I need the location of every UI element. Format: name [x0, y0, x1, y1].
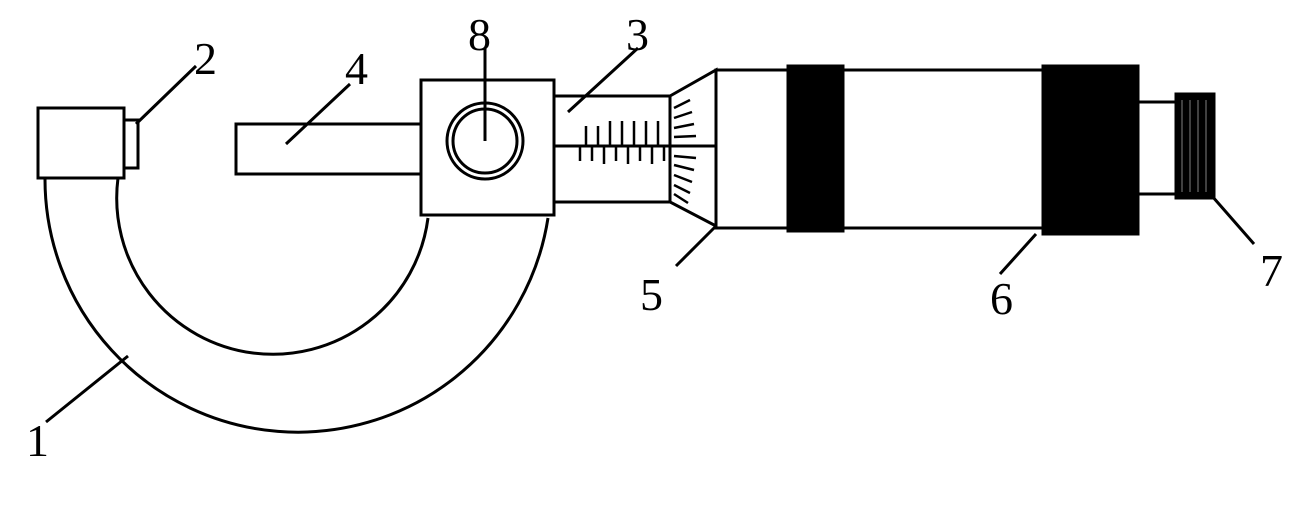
- leader-3: [566, 46, 640, 114]
- thimble-grip-band-right: [1041, 64, 1140, 236]
- leader-1: [45, 354, 129, 424]
- label-8: 8: [468, 9, 491, 60]
- thimble-bevel: [668, 67, 718, 229]
- label-1: 1: [26, 415, 49, 466]
- lock-housing: [419, 78, 556, 217]
- leader-7: [1210, 195, 1256, 245]
- sleeve: [552, 94, 672, 204]
- label-2: 2: [194, 33, 217, 84]
- sleeve-lower-ticks: [578, 146, 666, 164]
- label-3: 3: [626, 9, 649, 60]
- leader-6: [998, 232, 1038, 276]
- label-7: 7: [1260, 245, 1283, 296]
- anvil-face: [122, 118, 140, 170]
- anvil-block: [36, 106, 126, 180]
- frame: [43, 177, 550, 434]
- label-4: 4: [345, 43, 368, 94]
- thimble-ticks: [673, 98, 697, 205]
- thimble-grip-band-left: [786, 64, 845, 233]
- label-6: 6: [990, 273, 1013, 324]
- leader-5: [674, 224, 718, 268]
- frame-inner-edge: [115, 177, 430, 356]
- ratchet-knurl: [1181, 100, 1207, 192]
- leader-4: [284, 82, 352, 146]
- ratchet-stem: [1136, 100, 1178, 196]
- sleeve-upper-ticks: [584, 121, 660, 146]
- spindle: [234, 122, 424, 176]
- leader-2: [134, 64, 198, 126]
- label-5: 5: [640, 269, 663, 320]
- thimble: [714, 68, 1046, 230]
